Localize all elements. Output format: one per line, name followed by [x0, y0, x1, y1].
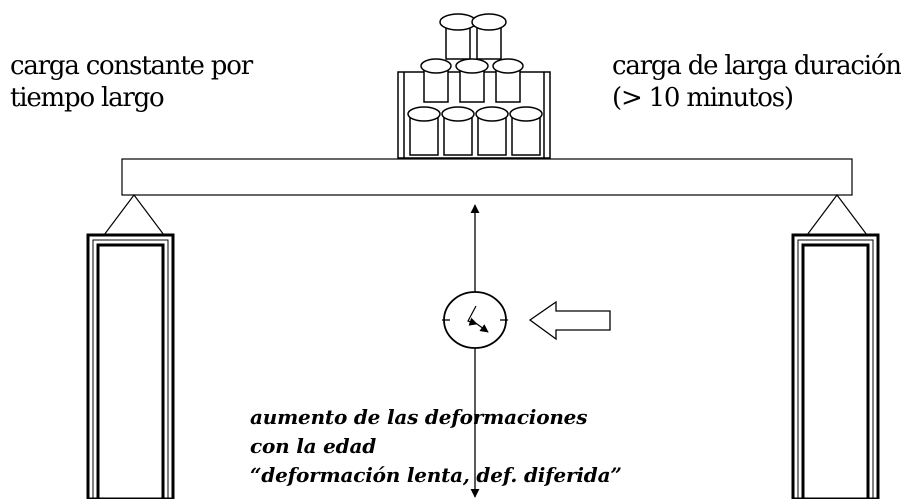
- label-constant-load: carga constante por tiempo largo: [10, 50, 253, 114]
- weight-block: [445, 26, 471, 60]
- weight-block: [409, 117, 439, 156]
- hollow-left-arrow-icon: [528, 300, 611, 341]
- weight-block: [511, 117, 541, 156]
- caption-line3: “deformación lenta, def. diferida”: [250, 463, 622, 487]
- right-support-triangle: [805, 194, 869, 236]
- label-long-duration-line1: carga de larga duración: [612, 51, 901, 81]
- weight-block: [443, 117, 473, 156]
- label-long-duration-load: carga de larga duración (> 10 minutos): [612, 50, 901, 114]
- left-support-triangle: [102, 194, 166, 236]
- weight-disk: [492, 58, 524, 74]
- weight-disk: [439, 13, 477, 31]
- weight-disk: [475, 106, 509, 122]
- weight-block: [477, 117, 507, 156]
- caption-line2: con la edad: [250, 434, 376, 458]
- clock-icon: [442, 291, 508, 349]
- weight-disk: [407, 106, 441, 122]
- weight-disk: [509, 106, 543, 122]
- weight-disk: [471, 13, 507, 31]
- caption-line1: aumento de las deformaciones: [250, 405, 588, 429]
- stacked-weights-icon: [397, 13, 551, 159]
- weight-disk: [455, 58, 489, 74]
- weight-disk: [420, 58, 452, 74]
- label-long-duration-line2: (> 10 minutos): [612, 83, 794, 113]
- weight-disk: [441, 106, 475, 122]
- label-constant-load-line1: carga constante por: [10, 51, 253, 81]
- creep-caption: aumento de las deformaciones con la edad…: [250, 403, 622, 490]
- beam: [121, 158, 853, 196]
- left-column: [86, 233, 175, 499]
- right-column: [791, 233, 880, 499]
- label-constant-load-line2: tiempo largo: [10, 83, 165, 113]
